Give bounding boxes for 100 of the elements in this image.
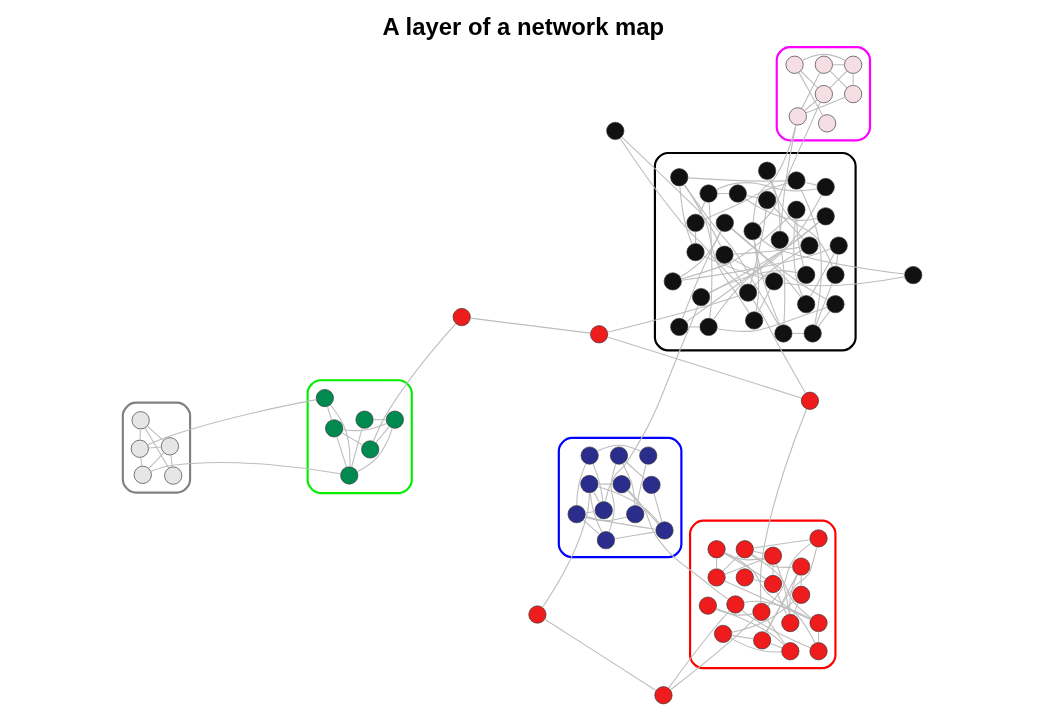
- node-circle: [770, 230, 789, 249]
- node-circle: [639, 446, 658, 465]
- connector: [752, 550, 765, 555]
- connector: [745, 194, 760, 199]
- node-circle: [743, 222, 762, 241]
- node-circle: [160, 437, 179, 456]
- connector: [796, 218, 805, 267]
- node-circle: [816, 178, 835, 197]
- connector: [769, 643, 783, 649]
- connector: [621, 136, 722, 248]
- node-circle: [764, 574, 782, 593]
- connector: [800, 70, 819, 89]
- connector: [708, 221, 820, 294]
- connector: [708, 201, 713, 319]
- connector: [687, 177, 789, 182]
- connector: [793, 218, 803, 297]
- connector: [751, 553, 812, 619]
- node-circle: [580, 446, 599, 465]
- connector: [702, 255, 766, 280]
- connector: [592, 463, 604, 502]
- node-circle: [686, 243, 705, 262]
- connector: [732, 246, 802, 255]
- node-circle: [692, 288, 711, 307]
- connector: [751, 554, 793, 568]
- connector: [731, 600, 796, 633]
- node-circle: [567, 505, 586, 524]
- connector: [818, 631, 820, 643]
- node-circle: [785, 55, 804, 74]
- connector: [584, 515, 657, 530]
- connector: [801, 53, 846, 61]
- connector: [753, 239, 781, 326]
- node-circle: [609, 446, 628, 465]
- node-circle: [787, 200, 806, 219]
- connector: [597, 444, 641, 452]
- connector: [752, 578, 765, 583]
- node-circle: [816, 207, 835, 226]
- connector: [636, 463, 647, 506]
- node-circle: [844, 55, 863, 74]
- connector: [765, 546, 818, 633]
- connector: [668, 610, 730, 689]
- connector: [759, 408, 808, 604]
- connector: [680, 248, 832, 281]
- connector: [753, 539, 811, 549]
- connector: [150, 462, 341, 475]
- node-circle: [670, 317, 689, 336]
- connector: [342, 422, 388, 432]
- node-circle: [663, 272, 682, 291]
- node-circle: [385, 410, 404, 429]
- connector: [144, 427, 170, 469]
- connector: [715, 182, 818, 192]
- connector: [832, 64, 845, 66]
- connector: [723, 553, 767, 580]
- connector: [757, 288, 771, 314]
- node-circle: [792, 585, 811, 604]
- node-circle: [655, 521, 674, 540]
- connector: [724, 580, 812, 620]
- connector: [731, 634, 755, 640]
- node-circle: [774, 324, 793, 343]
- connector: [619, 137, 742, 287]
- connector: [713, 194, 823, 321]
- connector: [835, 253, 839, 267]
- connector: [715, 608, 754, 616]
- node-circle: [814, 85, 833, 104]
- node-circle: [758, 191, 777, 210]
- connector: [584, 510, 596, 514]
- node-circle: [686, 213, 705, 232]
- connector: [341, 432, 364, 446]
- node-circle: [707, 568, 726, 587]
- connector: [593, 491, 600, 503]
- connector: [147, 425, 164, 442]
- node-circle: [781, 614, 800, 632]
- node-circle: [904, 266, 923, 285]
- node-circle: [788, 107, 807, 126]
- connector: [804, 99, 818, 112]
- connector: [731, 227, 802, 298]
- connector: [817, 310, 831, 327]
- connector: [766, 618, 786, 645]
- node-circle: [133, 465, 152, 484]
- connector: [772, 563, 774, 576]
- connector: [597, 483, 614, 485]
- node-circle: [735, 540, 754, 559]
- cluster: [121, 401, 192, 494]
- node-circle: [752, 602, 771, 621]
- connector: [357, 427, 393, 473]
- cluster: [775, 46, 872, 142]
- connector: [336, 436, 348, 468]
- connector: [687, 326, 701, 328]
- node-circle: [340, 466, 359, 485]
- connector: [758, 236, 905, 275]
- connector: [147, 399, 317, 446]
- connector: [627, 489, 729, 600]
- connector: [722, 554, 740, 572]
- connector: [724, 552, 816, 644]
- connector: [793, 602, 799, 616]
- node-circle: [131, 411, 150, 430]
- connector: [769, 178, 834, 268]
- node-circle: [809, 614, 828, 632]
- connector: [789, 574, 798, 615]
- connector: [809, 252, 835, 298]
- connector: [708, 270, 799, 294]
